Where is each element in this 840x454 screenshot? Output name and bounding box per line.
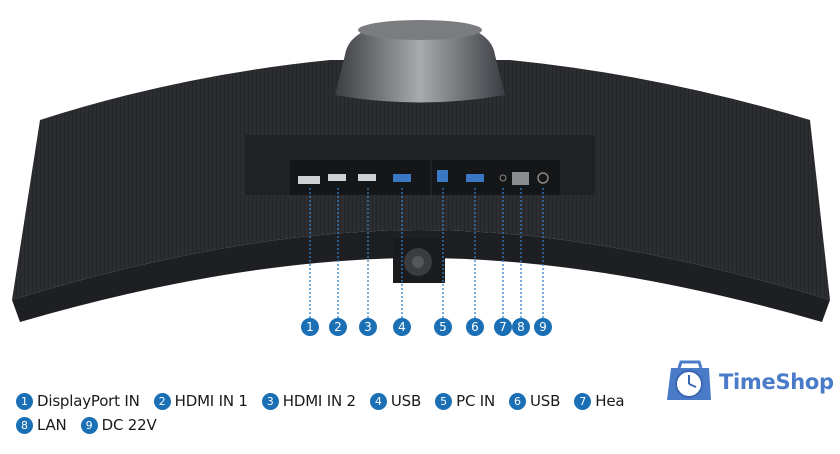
legend-label: PC IN [456,392,496,410]
callout-badge-6: 6 [466,318,484,336]
callout-badge-7: 7 [494,318,512,336]
legend-number: 3 [261,392,279,410]
legend-number: 1 [16,392,33,410]
legend-label: DC 22V [101,416,157,434]
callout-badge-3: 3 [359,318,377,336]
clock-bag-icon [667,360,711,400]
legend-row-1: 1 DisplayPort IN 2 HDMI IN 1 3 HDMI IN 2… [16,389,656,413]
legend-item-headphone: 7 Hea [574,392,625,410]
legend-label: Hea [595,392,625,410]
legend-number: 7 [574,392,592,410]
legend-label: HDMI IN 2 [282,392,356,410]
callout-badge-2: 2 [329,318,347,336]
legend-item-usb-1: 4 USB [369,392,422,410]
legend-number: 4 [369,392,387,410]
monitor-illustration [12,20,830,322]
legend-number: 6 [509,392,527,410]
callout-badge-9: 9 [534,318,552,336]
legend-item-pc-in: 5 PC IN [435,392,495,410]
legend-item-usb-2: 6 USB [509,392,560,410]
legend-label: HDMI IN 1 [174,392,248,410]
callout-badge-5: 5 [434,318,452,336]
monitor-rear-image [12,20,830,322]
legend-item-dc: 9 DC 22V [80,416,157,434]
legend-label: LAN [37,416,67,434]
legend-item-lan: 8 LAN [16,416,67,434]
legend-label: USB [390,392,422,410]
legend-label: USB [530,392,561,410]
legend-number: 9 [80,416,98,434]
legend-row-2: 8 LAN 9 DC 22V [16,413,656,437]
legend-item-displayport: 1 DisplayPort IN [16,392,140,410]
callout-badge-1: 1 [301,318,319,336]
legend-item-hdmi-2: 3 HDMI IN 2 [261,392,356,410]
legend-number: 5 [435,392,453,410]
logo-text: TimeShop [719,370,834,394]
port-legend: 1 DisplayPort IN 2 HDMI IN 1 3 HDMI IN 2… [16,389,656,437]
legend-number: 8 [16,416,33,434]
legend-number: 2 [153,392,171,410]
timeshop-logo: TimeShop [665,360,834,404]
callout-badge-8: 8 [512,318,530,336]
legend-item-hdmi-1: 2 HDMI IN 1 [153,392,248,410]
legend-label: DisplayPort IN [37,392,140,410]
callout-badge-4: 4 [393,318,411,336]
